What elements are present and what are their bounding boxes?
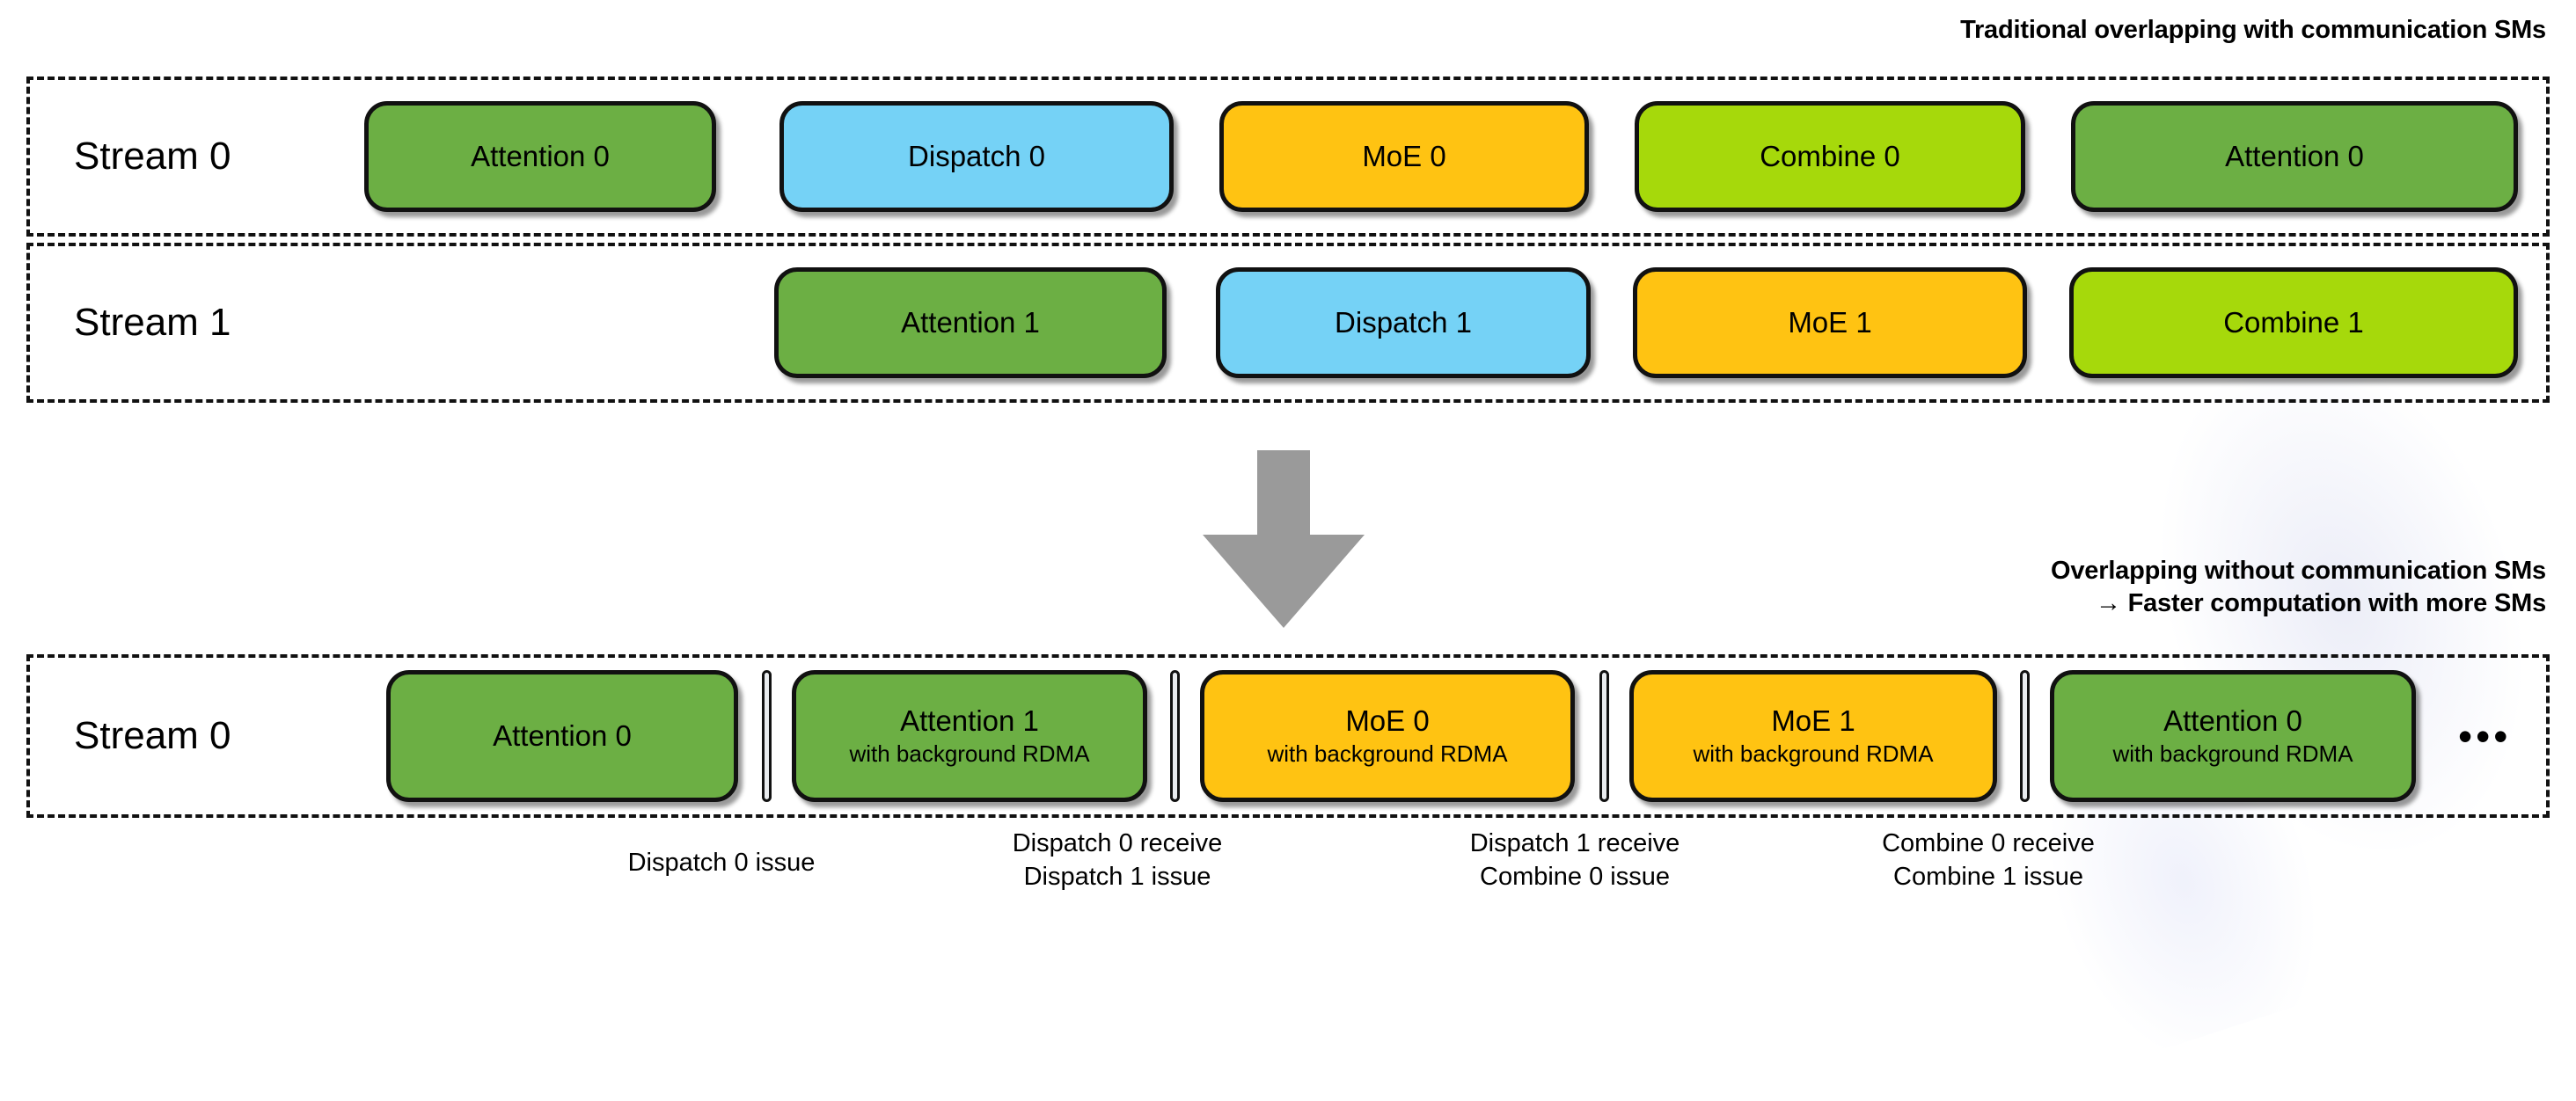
block-title: Attention 0 xyxy=(2225,139,2364,172)
block-title: Attention 1 xyxy=(900,704,1039,737)
separator-bar-1 xyxy=(762,670,772,802)
down-arrow-icon xyxy=(1203,450,1365,628)
block-title: Attention 0 xyxy=(471,139,610,172)
block-dispatch-0[interactable]: Dispatch 0 xyxy=(779,101,1174,212)
block-title: Dispatch 0 xyxy=(908,139,1045,172)
lane-label-stream0-bottom: Stream 0 xyxy=(74,714,231,757)
lane-label-stream0-top: Stream 0 xyxy=(74,135,231,178)
block-moe-1-bottom[interactable]: MoE 1 with background RDMA xyxy=(1629,670,1997,802)
block-moe-1[interactable]: MoE 1 xyxy=(1633,267,2027,378)
block-attention-0-second[interactable]: Attention 0 xyxy=(2071,101,2518,212)
block-title: Combine 1 xyxy=(2223,305,2364,339)
block-moe-0[interactable]: MoE 0 xyxy=(1219,101,1589,212)
separator-bar-2 xyxy=(1170,670,1180,802)
separator-bar-4 xyxy=(2020,670,2030,802)
block-title: MoE 1 xyxy=(1788,305,1872,339)
block-title: MoE 1 xyxy=(1771,704,1855,737)
lane-label-stream1: Stream 1 xyxy=(74,301,231,344)
block-attention-1[interactable]: Attention 1 xyxy=(774,267,1167,378)
section-heading-traditional: Traditional overlapping with communicati… xyxy=(1960,16,2546,44)
lane-stream0-top: Stream 0 Attention 0 Dispatch 0 MoE 0 Co… xyxy=(26,77,2550,237)
lane-stream1: Stream 1 Attention 1 Dispatch 1 MoE 1 Co… xyxy=(26,243,2550,403)
caption-dispatch-1-receive: Dispatch 1 receive Combine 0 issue xyxy=(1469,829,1680,892)
block-subtitle: with background RDMA xyxy=(1693,740,1934,767)
caption-dispatch-0-receive: Dispatch 0 receive Dispatch 1 issue xyxy=(1012,829,1223,892)
block-attention-0-bottom[interactable]: Attention 0 xyxy=(386,670,738,802)
lane-stream0-bottom: Stream 0 Attention 0 Attention 1 with ba… xyxy=(26,654,2550,818)
block-title: MoE 0 xyxy=(1362,139,1446,172)
block-attention-1-bottom[interactable]: Attention 1 with background RDMA xyxy=(792,670,1147,802)
block-title: Combine 0 xyxy=(1760,139,1900,172)
block-subtitle: with background RDMA xyxy=(2112,740,2353,767)
caption-dispatch-0-issue: Dispatch 0 issue xyxy=(627,849,816,877)
block-attention-0-bottom-second[interactable]: Attention 0 with background RDMA xyxy=(2050,670,2416,802)
block-attention-0[interactable]: Attention 0 xyxy=(364,101,716,212)
continuation-ellipsis: ••• xyxy=(2458,713,2512,759)
block-moe-0-bottom[interactable]: MoE 0 with background RDMA xyxy=(1200,670,1575,802)
block-subtitle: with background RDMA xyxy=(849,740,1090,767)
block-subtitle: with background RDMA xyxy=(1267,740,1508,767)
caption-combine-0-receive: Combine 0 receive Combine 1 issue xyxy=(1882,829,2095,892)
block-combine-1[interactable]: Combine 1 xyxy=(2069,267,2518,378)
separator-bar-3 xyxy=(1599,670,1609,802)
section-heading-no-comm-sms: Overlapping without communication SMs → … xyxy=(2051,557,2546,618)
block-title: Attention 0 xyxy=(2163,704,2302,737)
block-title: Attention 1 xyxy=(901,305,1040,339)
block-title: Attention 0 xyxy=(493,718,632,752)
block-title: MoE 0 xyxy=(1345,704,1430,737)
block-combine-0[interactable]: Combine 0 xyxy=(1635,101,2025,212)
block-title: Dispatch 1 xyxy=(1335,305,1472,339)
block-dispatch-1[interactable]: Dispatch 1 xyxy=(1216,267,1591,378)
